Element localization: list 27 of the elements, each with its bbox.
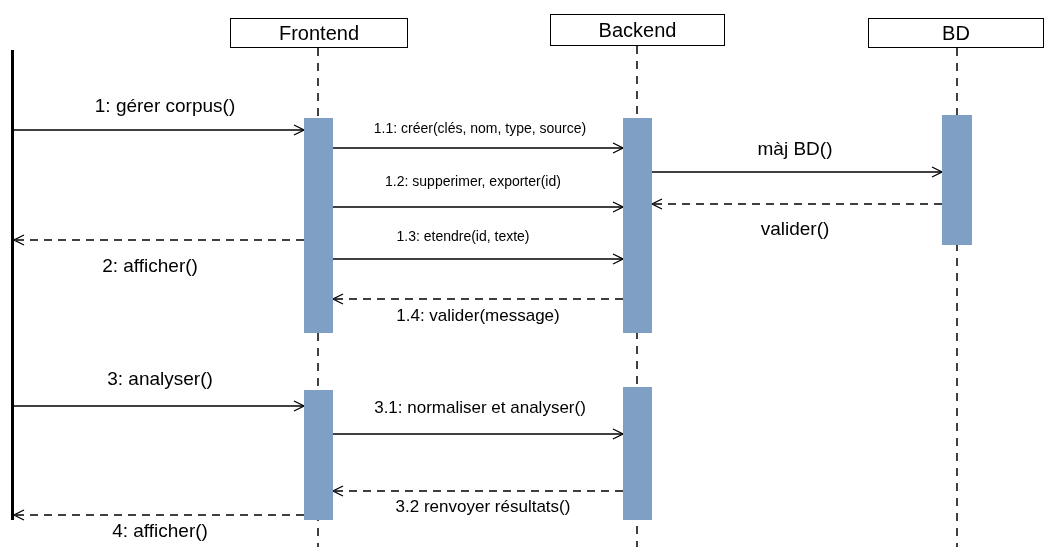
arrow xyxy=(13,234,305,246)
arrow xyxy=(651,166,943,178)
edge-label: 1.4: valider(message) xyxy=(394,306,562,326)
participant-box: Backend xyxy=(550,14,725,46)
participant-box: Frontend xyxy=(230,18,408,48)
participant-box: BD xyxy=(868,18,1044,48)
arrow xyxy=(332,253,624,265)
activation-bar xyxy=(304,390,333,520)
arrow xyxy=(332,428,624,440)
edge-label: 1.3: etendre(id, texte) xyxy=(394,228,532,245)
arrow xyxy=(332,142,624,154)
activation-bar xyxy=(942,115,972,245)
edge-label: 1.1: créer(clés, nom, type, source) xyxy=(371,120,589,137)
arrow xyxy=(13,124,305,136)
arrow xyxy=(13,509,305,521)
arrow xyxy=(651,198,943,210)
edge-label: 3.2 renvoyer résultats() xyxy=(393,497,573,517)
edge-label: 3.1: normaliser et analyser() xyxy=(372,398,588,418)
arrow xyxy=(332,485,624,497)
arrow xyxy=(332,293,624,305)
arrow xyxy=(13,400,305,412)
activation-bar xyxy=(623,387,652,520)
edge-label: 1.2: supperimer, exporter(id) xyxy=(383,173,563,190)
actor-lifeline xyxy=(11,50,14,520)
activation-bar xyxy=(623,118,652,333)
arrow xyxy=(332,201,624,213)
activation-bar xyxy=(304,118,333,333)
